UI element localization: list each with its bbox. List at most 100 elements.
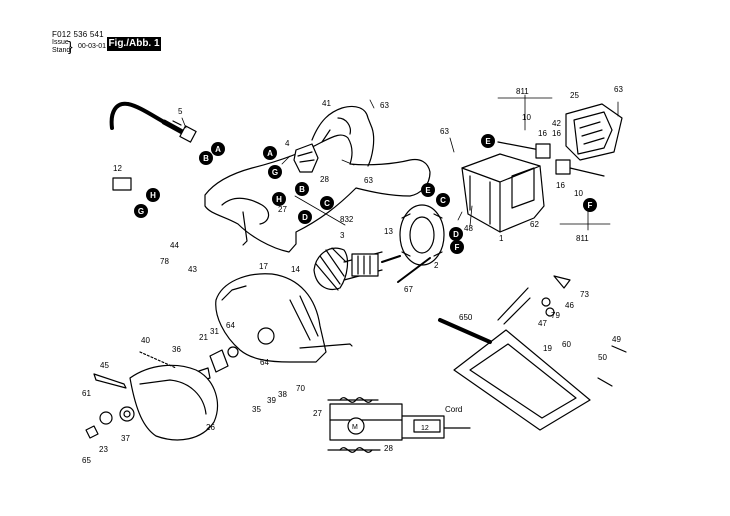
part-label-64-a: 64 [226, 321, 235, 330]
issue-label: Issue [52, 39, 69, 46]
brush-holder-right [555, 159, 605, 177]
svg-text:C: C [324, 199, 330, 208]
svg-text:H: H [276, 195, 282, 204]
part-label-16-bottom: 16 [556, 181, 565, 190]
callout-a-switch: A [263, 146, 277, 160]
part-label-60: 60 [562, 340, 571, 349]
part-label-43: 43 [188, 265, 197, 274]
part-label-73: 73 [580, 290, 589, 299]
part-label-27: 27 [278, 205, 287, 214]
brush-cover [565, 103, 623, 161]
part-label-5: 5 [178, 107, 183, 116]
callout-b-switch: B [295, 182, 309, 196]
svg-text:F: F [455, 243, 460, 252]
part-label-63-a: 63 [380, 101, 389, 110]
part-label-40: 40 [141, 336, 150, 345]
power-cord [109, 101, 197, 143]
screw-67 [397, 257, 431, 283]
svg-text:E: E [485, 137, 491, 146]
callout-e-brush: E [481, 134, 495, 148]
wiring-schematic [299, 343, 471, 453]
part-label-group: 5 41 63 63 811 25 63 10 16 42 16 36 4 28… [82, 85, 623, 465]
part-label-832: 832 [340, 215, 354, 224]
document-number: F012 536 541 [52, 30, 104, 39]
blade-guard [215, 273, 327, 363]
part-label-42: 42 [552, 119, 561, 128]
part-label-47: 47 [538, 319, 547, 328]
svg-text:D: D [302, 213, 308, 222]
leader-lines [181, 94, 619, 231]
motor-symbol: M [352, 424, 358, 431]
part-label-23: 23 [99, 445, 108, 454]
callout-d-field: D [449, 227, 463, 241]
callout-f-field: F [450, 240, 464, 254]
cord-label: Cord [445, 405, 462, 414]
part-label-26: 26 [206, 423, 215, 432]
schematic-ref-28: 28 [384, 444, 393, 453]
part-79 [541, 297, 551, 307]
part-50 [597, 377, 613, 387]
part-73 [553, 275, 571, 289]
part-label-10-top: 10 [522, 113, 531, 122]
part-label-2: 2 [434, 261, 439, 270]
svg-text:B: B [203, 154, 209, 163]
callout-b-cord: B [199, 151, 213, 165]
part-label-21: 21 [199, 333, 208, 342]
part-label-41: 41 [322, 99, 331, 108]
callout-h-switch: H [272, 192, 286, 206]
field-coil [399, 204, 445, 266]
brush-holder-left [497, 141, 551, 159]
motor-housing [461, 153, 545, 233]
part-label-63-c: 63 [614, 85, 623, 94]
schematic-ref-27: 27 [313, 409, 322, 418]
part-label-4: 4 [285, 139, 290, 148]
issue-date: 00-03-01 [78, 43, 107, 50]
stand-label: Stand [52, 47, 71, 54]
part-label-28: 28 [320, 175, 329, 184]
part-label-36: 36 [172, 345, 181, 354]
callout-c-field: C [436, 193, 450, 207]
part-label-39: 39 [267, 396, 276, 405]
part-label-78: 78 [160, 257, 169, 266]
figure-title: Fig./Abb. 1 [107, 37, 161, 51]
svg-text:D: D [453, 230, 459, 239]
svg-text:E: E [425, 186, 431, 195]
part-label-14: 14 [291, 265, 300, 274]
callout-e-field: E [421, 183, 435, 197]
part-label-37: 37 [121, 434, 130, 443]
brace: } [68, 38, 73, 54]
lever [93, 373, 127, 389]
lower-guard [129, 364, 218, 441]
part-label-811-bottom: 811 [576, 234, 589, 243]
part-label-811-top: 811 [516, 87, 529, 96]
part-label-62: 62 [530, 220, 539, 229]
part-47 [545, 307, 555, 317]
part-label-70: 70 [296, 384, 305, 393]
schematic-labels: Cord 12 M [352, 405, 462, 432]
schematic-box-number: 12 [421, 425, 429, 432]
part-label-650: 650 [459, 313, 473, 322]
part-label-46: 46 [565, 301, 574, 310]
part-label-10-bottom: 10 [574, 189, 583, 198]
svg-text:A: A [267, 149, 273, 158]
part-label-25: 25 [570, 91, 579, 100]
part-12-clamp [112, 177, 132, 191]
letter-callouts: A B G H A G B H C D E C D F E F [134, 134, 597, 254]
part-label-65: 65 [82, 456, 91, 465]
part-label-63-d: 63 [364, 176, 373, 185]
part-label-19: 19 [543, 344, 552, 353]
part-label-16-top: 16 [538, 129, 547, 138]
svg-text:B: B [299, 185, 305, 194]
issue-stand-label: Issue Stand [52, 39, 70, 55]
part-label-48: 48 [464, 224, 473, 233]
callout-h-clamp: H [146, 188, 160, 202]
part-label-64-b: 64 [260, 358, 269, 367]
svg-text:A: A [215, 145, 221, 154]
part-label-49: 49 [612, 335, 621, 344]
callout-d-switch: D [298, 210, 312, 224]
part-label-79: 79 [551, 311, 560, 320]
part-label-35: 35 [252, 405, 261, 414]
svg-text:G: G [272, 168, 278, 177]
part-label-67: 67 [404, 285, 413, 294]
